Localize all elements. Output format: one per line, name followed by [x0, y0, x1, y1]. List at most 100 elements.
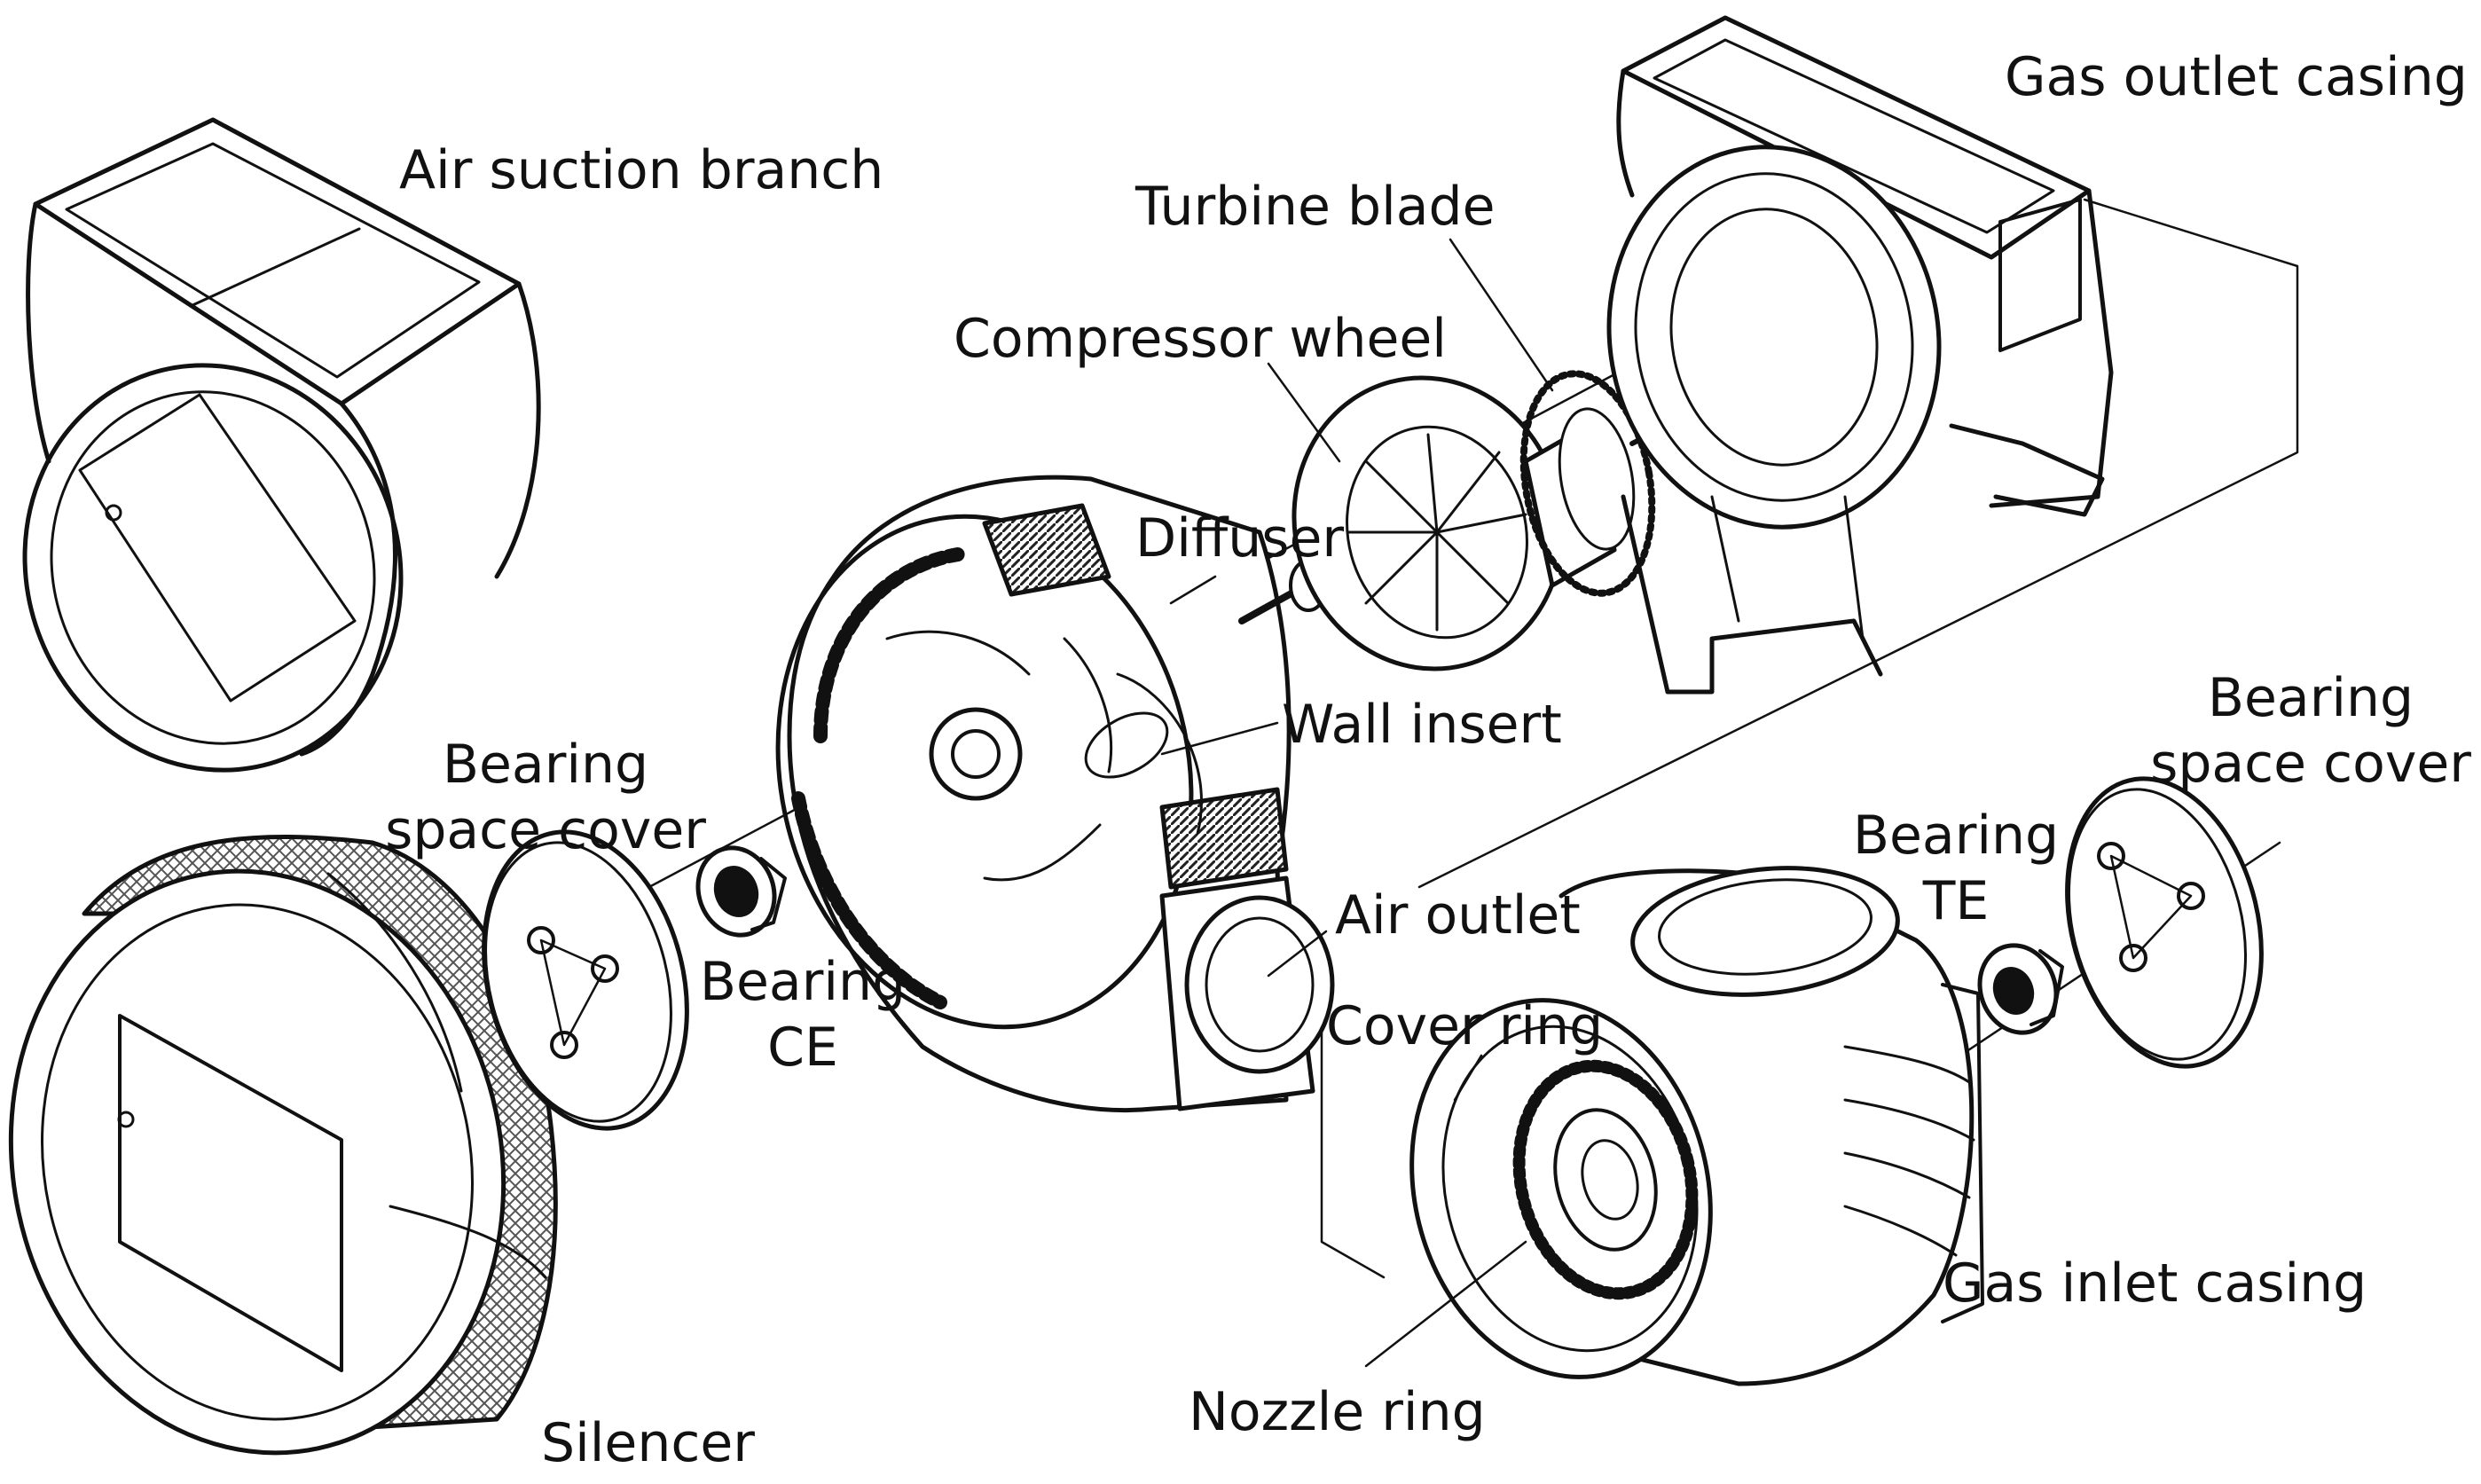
label-silencer: Silencer [541, 1412, 755, 1474]
nozzle-ring-hub [1553, 1108, 1658, 1252]
bearing-ce-inner [713, 866, 759, 917]
nozzle-ring-blades [1512, 1059, 1699, 1300]
silencer-bolt [117, 1111, 135, 1128]
compressor-casing-drawing [775, 475, 1335, 1113]
outlet-foot-back [1949, 423, 2105, 517]
inlet-side-flanges [1941, 983, 1984, 1323]
label-gas-outlet-casing: Gas outlet casing [2005, 46, 2468, 108]
silencer-band-seam-2 [389, 1205, 547, 1279]
label-bearing-ce-line1: Bearing [699, 951, 907, 1013]
suction-bottom-curve [299, 401, 397, 757]
outlet-rib-1 [1843, 495, 1865, 640]
wall-insert-window [1084, 711, 1169, 779]
air-suction-branch-drawing [22, 117, 541, 773]
gas-outlet-frame-line [1417, 198, 2299, 889]
outlet-top-box-inner [1653, 38, 2055, 234]
leader-turbine-blade [1449, 238, 1554, 392]
label-bearing-ce: Bearing CE [692, 949, 914, 1080]
label-nozzle-ring: Nozzle ring [1189, 1381, 1486, 1443]
casing-side-fins [1159, 787, 1289, 890]
bearing-ce-side [750, 857, 787, 931]
leader-diffuser [1169, 575, 1217, 605]
label-bearing-space-cover-ce: Bearing space cover [377, 732, 714, 863]
air-outlet-opening [1184, 895, 1335, 1074]
label-bearing-space-cover-ce-line1: Bearing [442, 734, 649, 796]
outlet-flange-outer [1606, 145, 1942, 530]
suction-divider [189, 227, 361, 308]
cover-ce-rib [539, 938, 607, 1047]
cover-te-bolt-1 [2097, 842, 2125, 870]
label-air-suction-branch: Air suction branch [399, 139, 884, 201]
label-air-outlet: Air outlet [1335, 884, 1581, 946]
label-wall-insert: Wall insert [1282, 694, 1562, 756]
suction-body-right [494, 281, 541, 579]
label-bearing-te: Bearing TE [1845, 803, 2067, 934]
label-compressor-wheel: Compressor wheel [954, 308, 1447, 370]
suction-flange-outer [22, 363, 404, 773]
label-bearing-space-cover-te-line2: space cover [2150, 733, 2471, 795]
compressor-wheel-inner [1346, 425, 1528, 640]
rotor-drawing [1238, 370, 1688, 671]
label-bearing-te-line2: TE [1922, 870, 1990, 932]
label-bearing-space-cover-te: Bearing space cover [2147, 665, 2475, 797]
outlet-flange-mid [1634, 172, 1914, 502]
nozzle-ring-bore [1581, 1139, 1639, 1221]
turbine-blade-hub [1558, 407, 1636, 551]
bearing-space-cover-te-drawing [2065, 776, 2264, 1069]
bearing-te-side [2030, 949, 2064, 1026]
cover-te-plate-edge [2067, 788, 2248, 1061]
label-bearing-te-line1: Bearing [1852, 805, 2060, 867]
cover-ce-bolt-3 [550, 1031, 578, 1059]
suction-rivet [105, 504, 122, 522]
casing-vane-1 [885, 630, 1031, 676]
casing-front-ring [775, 514, 1194, 1030]
leader-nozzle-ring [1364, 1240, 1527, 1368]
casing-scroll-teeth [791, 547, 965, 1009]
leader-lines [1160, 238, 1554, 1368]
label-gas-inlet-casing: Gas inlet casing [1943, 1252, 2367, 1315]
outlet-inspection-cover [1998, 198, 2082, 352]
inlet-ribs [1843, 1045, 1975, 1257]
label-bearing-space-cover-ce-line2: space cover [385, 799, 706, 861]
outlet-body-back [1989, 188, 2114, 508]
cover-ce-plate [482, 829, 689, 1131]
casing-hub-outer [929, 707, 1023, 801]
outlet-body-left [1616, 68, 1635, 198]
silencer-drawing [8, 835, 558, 1456]
inlet-top-flange-inner [1658, 878, 1873, 976]
outlet-flange-inner [1669, 208, 1879, 467]
silencer-band-seam-1 [326, 872, 463, 1093]
silencer-plate [118, 1014, 343, 1372]
casing-top-fins [982, 503, 1111, 597]
silencer-outer-ring [8, 868, 506, 1456]
suction-top-frame-inner [65, 142, 481, 379]
cover-te-bolt-3 [2119, 944, 2147, 972]
cover-te-plate [2065, 776, 2264, 1069]
bearing-space-cover-ce-drawing [482, 829, 689, 1131]
bearing-te-inner [1992, 967, 2035, 1015]
cover-te-bolt-2 [2177, 882, 2205, 910]
air-outlet-opening-inner [1205, 916, 1315, 1053]
gas-inlet-casing-drawing [1409, 866, 1984, 1386]
bearing-ce-drawing [695, 845, 787, 938]
leader-cover-ring [1453, 1054, 1483, 1102]
suction-body-left [26, 201, 51, 464]
suction-flange-inner [50, 390, 376, 745]
silencer-inner-ring [41, 903, 474, 1421]
suction-square-opening [78, 393, 357, 703]
label-bearing-space-cover-te-line1: Bearing [2207, 667, 2414, 729]
leader-compressor-wheel [1267, 362, 1341, 463]
gas-inlet-frame-line [1320, 992, 1386, 1279]
cover-ce-bolt-2 [591, 954, 619, 983]
leader-wall-insert [1160, 721, 1279, 756]
outlet-rib-2 [1710, 495, 1740, 623]
turbine-blade-disc [1519, 370, 1656, 597]
cover-te-rib [2109, 854, 2193, 960]
gas-outlet-casing-drawing [1606, 15, 2114, 695]
cover-ce-plate-edge [484, 841, 672, 1123]
casing-vane-2 [983, 823, 1102, 882]
casing-outline [787, 475, 1292, 1113]
cover-ce-bolt-1 [527, 926, 555, 954]
compressor-wheel-blades [1346, 433, 1527, 632]
